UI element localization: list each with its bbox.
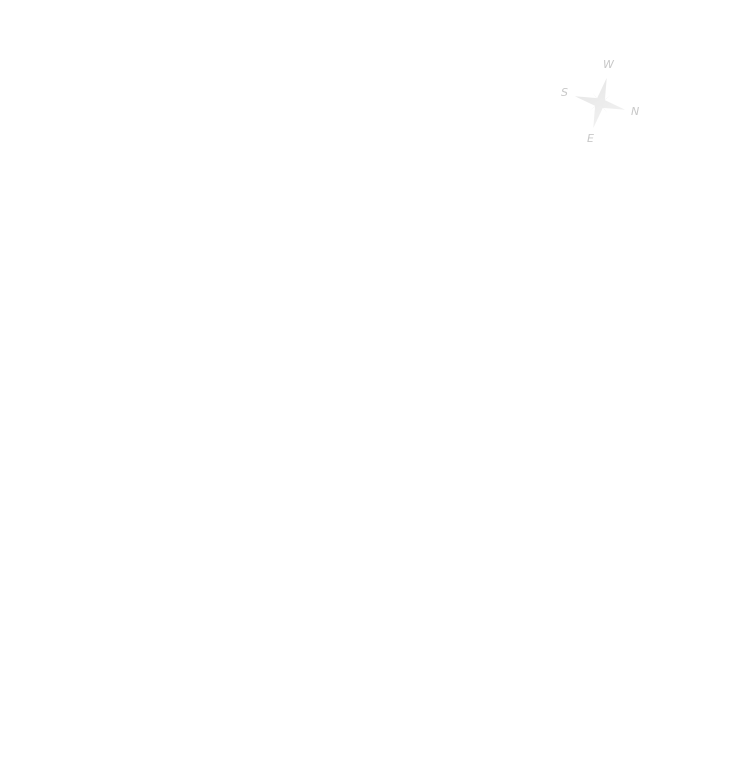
compass-star-icon bbox=[574, 77, 626, 129]
compass-label-south: S bbox=[561, 86, 568, 99]
compass-label-east: E bbox=[587, 132, 594, 145]
compass-rose: W N E S bbox=[550, 50, 660, 160]
compass-label-north: N bbox=[631, 105, 640, 118]
compass-label-west: W bbox=[603, 58, 614, 71]
